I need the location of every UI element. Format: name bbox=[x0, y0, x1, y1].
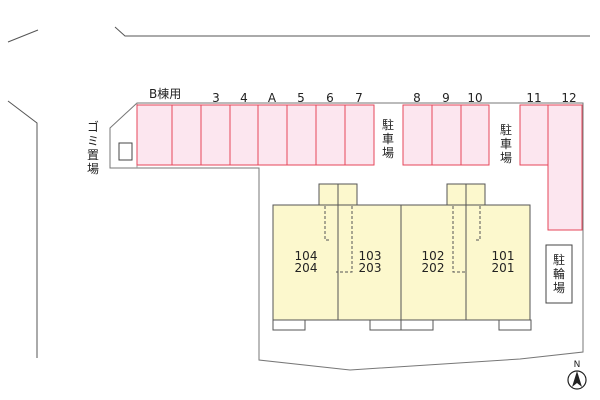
unit-number-ground: 102 bbox=[421, 249, 445, 263]
unit-number-upper: 201 bbox=[491, 261, 515, 275]
parking-space-number: 6 bbox=[326, 91, 334, 105]
unit-label: 104 204 bbox=[295, 250, 318, 274]
balcony-step-4 bbox=[498, 319, 532, 331]
parking-space-number: 3 bbox=[212, 91, 220, 105]
north-arrow-icon bbox=[567, 370, 587, 390]
road-edge-top-left bbox=[7, 29, 39, 43]
building bbox=[272, 183, 532, 331]
parking-space-number: 12 bbox=[561, 91, 577, 105]
parking-space-number: 7 bbox=[355, 91, 363, 105]
parking-space-number: 5 bbox=[297, 91, 305, 105]
unit-number-upper: 204 bbox=[294, 261, 318, 275]
stair-dashed-1 bbox=[324, 206, 353, 273]
parking-space bbox=[460, 104, 490, 166]
bicycle-parking-label: 駐輪場 bbox=[552, 253, 565, 295]
parking-space bbox=[171, 104, 202, 166]
stair-dashed-2 bbox=[452, 206, 481, 273]
parking-space bbox=[402, 104, 433, 166]
unit-number-ground: 101 bbox=[491, 249, 515, 263]
road-lines bbox=[7, 26, 590, 358]
parking-space bbox=[257, 104, 288, 166]
parking-space bbox=[315, 104, 346, 166]
b-block-label: B棟用 bbox=[149, 87, 182, 101]
road-edge-top bbox=[114, 26, 590, 37]
parking-space bbox=[136, 104, 173, 166]
unit-label: 103 203 bbox=[359, 250, 382, 274]
unit-number-upper: 202 bbox=[421, 261, 445, 275]
unit-number-ground: 103 bbox=[358, 249, 382, 263]
parking-space-number: 11 bbox=[526, 91, 542, 105]
balcony-step-1 bbox=[272, 319, 306, 331]
unit-label: 101 201 bbox=[492, 250, 515, 274]
road-edge-left bbox=[7, 100, 38, 358]
parking-space-number: A bbox=[267, 91, 277, 105]
parking-space bbox=[286, 104, 317, 166]
parking-spaces bbox=[136, 104, 583, 231]
parking-space bbox=[547, 104, 583, 231]
parking-space bbox=[344, 104, 375, 166]
balcony-step-3 bbox=[400, 319, 434, 331]
parking-space bbox=[519, 104, 549, 166]
parking-space bbox=[200, 104, 231, 166]
parking-space-number: 4 bbox=[240, 91, 248, 105]
garbage-station-label: ゴミ置場 bbox=[86, 120, 99, 176]
parking-space bbox=[229, 104, 259, 166]
parking-space-number: 8 bbox=[413, 91, 421, 105]
north-label: N bbox=[573, 360, 581, 370]
parking-lot-label-2: 駐車場 bbox=[499, 123, 512, 165]
parking-space-number: 9 bbox=[442, 91, 450, 105]
bicycle-parking-area bbox=[545, 244, 573, 304]
garbage-station bbox=[118, 142, 133, 161]
balcony-step-2 bbox=[369, 319, 403, 331]
unit-number-ground: 104 bbox=[294, 249, 318, 263]
unit-number-upper: 203 bbox=[358, 261, 382, 275]
parking-lot-label-1: 駐車場 bbox=[381, 118, 394, 160]
parking-space bbox=[431, 104, 462, 166]
unit-label: 102 202 bbox=[422, 250, 445, 274]
parking-space-number: 10 bbox=[467, 91, 483, 105]
